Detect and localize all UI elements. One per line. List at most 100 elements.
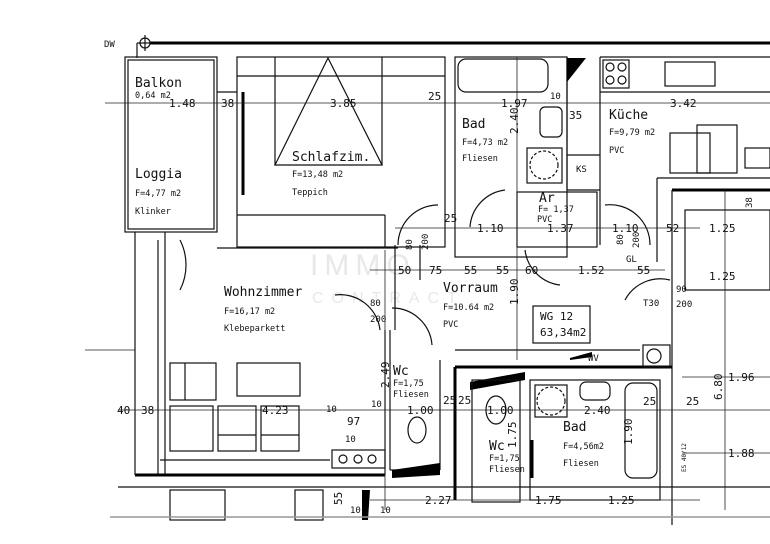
dimension-label: 10 (326, 405, 337, 415)
dimension-label: 200 (370, 315, 386, 325)
dimension-label: 1.96 (728, 371, 755, 384)
dimension-label: 55 (496, 264, 509, 277)
gl-label: GL (626, 255, 637, 265)
dimension-label: 1.00 (487, 404, 514, 417)
dimension-label: 75 (429, 264, 442, 277)
dimension-label: 1.90 (508, 279, 521, 306)
dimension-label: 200 (676, 300, 692, 310)
dimension-label: 25 (444, 212, 457, 225)
dimension-label: 200 (421, 234, 431, 250)
room-floor-vorraum: PVC (443, 320, 458, 330)
dimension-label: 1.75 (506, 422, 519, 449)
room-name-bad-1: Bad (462, 117, 485, 132)
room-area-schlafzimmer: F=13,48 m2 (292, 170, 343, 180)
room-name-wohnzimmer: Wohnzimmer (224, 285, 302, 300)
room-floor-kueche: PVC (609, 146, 624, 156)
room-area-vorraum: F=10.64 m2 (443, 303, 494, 313)
dimension-label: 25 (443, 394, 456, 407)
dimension-label: 1.37 (547, 222, 574, 235)
axis-marker: DW (104, 40, 115, 50)
dimension-label: 1.10 (477, 222, 504, 235)
room-name-wc-2: Wc (489, 439, 505, 454)
dimension-label: 10 (550, 92, 561, 102)
dimension-label: 200 (632, 232, 642, 248)
room-floor-schlafzimmer: Teppich (292, 188, 328, 198)
dimension-label: 38 (141, 404, 154, 417)
dimension-label: 6.80 (712, 374, 725, 401)
dimension-label: 25 (428, 90, 441, 103)
room-name-wc-1: Wc (393, 364, 409, 379)
wv-label: WV (588, 354, 599, 364)
dimension-label: 52 (666, 222, 679, 235)
dimension-label: 2.40 (508, 108, 521, 135)
room-name-bad-2: Bad (563, 420, 586, 435)
dimension-label: 38 (745, 197, 755, 208)
dimension-labels: 1.48 38 3.85 25 1.97 10 35 3.42 2.40 25 … (117, 90, 755, 516)
room-name-loggia: Loggia (135, 167, 182, 182)
dimension-label: 55 (637, 264, 650, 277)
dimension-label: 1.25 (709, 270, 736, 283)
dimension-label: 2.49 (379, 362, 392, 389)
watermark-logo: IMMO (310, 249, 416, 282)
dimension-label: 10 (345, 435, 356, 445)
room-area-wohnzimmer: F=16,17 m2 (224, 307, 275, 317)
room-area-balkon: 0,64 m2 (135, 91, 171, 101)
room-area-loggia: F=4,77 m2 (135, 189, 181, 199)
unit-name: WG 12 (540, 310, 573, 323)
room-floor-wc-2: Fliesen (489, 465, 525, 475)
room-floor-loggia: Klinker (135, 207, 171, 217)
dimension-label: 1.52 (578, 264, 605, 277)
dimension-label: 1.25 (709, 222, 736, 235)
room-floor-bad-1: Fliesen (462, 154, 498, 164)
room-name-kueche: Küche (609, 108, 648, 123)
room-area-wc-2: F=1,75 (489, 454, 520, 464)
dimension-label: 35 (569, 109, 582, 122)
dimension-label: 2.27 (425, 494, 452, 507)
room-floor-wohnzimmer: Klebeparkett (224, 324, 285, 334)
dimension-label: 2.40 (584, 404, 611, 417)
dimension-label: 1.75 (535, 494, 562, 507)
dimension-label: 60 (525, 264, 538, 277)
dimension-label: 80 (370, 299, 381, 309)
dimension-label: 25 (458, 394, 471, 407)
walls (85, 41, 770, 525)
dimension-label: 1.25 (608, 494, 635, 507)
t30-label: T30 (643, 299, 659, 309)
dimension-label: 25 (686, 395, 699, 408)
room-floor-bad-2: Fliesen (563, 459, 599, 469)
dimension-label: 3.85 (330, 97, 357, 110)
dimension-label: 80 (405, 239, 415, 250)
unit-area: 63,34m2 (540, 326, 586, 339)
room-floor-ar: PVC (537, 215, 552, 225)
room-name-ar: Ar (539, 191, 555, 206)
dimension-label: 1.48 (169, 97, 196, 110)
dimension-label: 50 (398, 264, 411, 277)
room-area-kueche: F=9,79 m2 (609, 128, 655, 138)
dimension-label: 90 (676, 285, 687, 295)
watermark-text: CONTRACT (312, 290, 465, 307)
room-name-vorraum: Vorraum (443, 281, 498, 296)
dimension-label: 10 (371, 400, 382, 410)
room-area-wc-1: F=1,75 (393, 379, 424, 389)
fridge-label: KS (576, 165, 587, 175)
dimension-label: 1.00 (407, 404, 434, 417)
dimension-label: 55 (332, 492, 345, 505)
dimension-label: 1.10 (612, 222, 639, 235)
room-area-ar: F= 1,37 (538, 205, 574, 215)
room-area-bad-1: F=4,73 m2 (462, 138, 508, 148)
dimension-label: 55 (464, 264, 477, 277)
dimension-label: 4.23 (262, 404, 289, 417)
dimension-label: 1.88 (728, 447, 755, 460)
dimension-label: 10 (380, 506, 391, 516)
dimension-label: 1.90 (622, 419, 635, 446)
dimension-label: 97 (347, 415, 360, 428)
dimension-label: 3.42 (670, 97, 697, 110)
dimension-label: 40 (117, 404, 130, 417)
es-label: ES 40/12 (681, 443, 688, 472)
dimension-label: 25 (643, 395, 656, 408)
dimension-label: 38 (221, 97, 234, 110)
dimension-label: 10 (350, 506, 361, 516)
room-area-bad-2: F=4,56m2 (563, 442, 604, 452)
room-floor-wc-1: Fliesen (393, 390, 429, 400)
